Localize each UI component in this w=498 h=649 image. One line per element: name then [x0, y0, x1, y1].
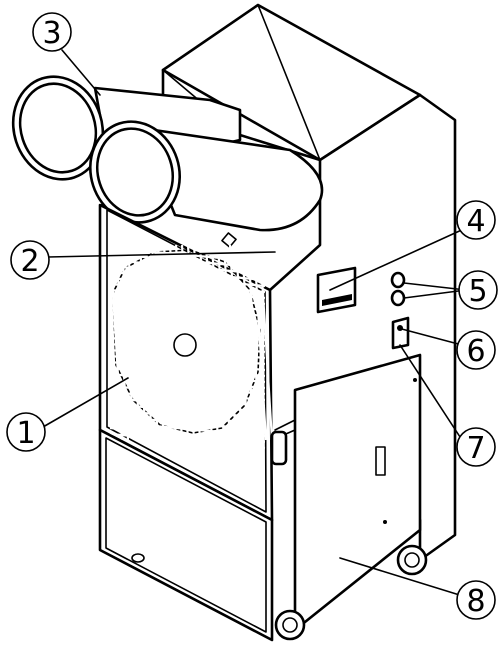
- grille-bar: [114, 244, 130, 441]
- grille-bar: [109, 258, 266, 276]
- callout-4: 4: [456, 200, 496, 240]
- grille-bar: [109, 252, 266, 270]
- callout-7: 7: [456, 427, 496, 467]
- grille-bar: [258, 244, 274, 441]
- air-duct-front: [88, 120, 324, 232]
- lower-front: [98, 428, 274, 642]
- callout-5-number: 5: [468, 274, 487, 309]
- callout-1: 1: [6, 412, 46, 452]
- grille-bar: [109, 372, 266, 390]
- callout-7-number: 7: [466, 431, 485, 466]
- callout-5: 5: [458, 270, 498, 310]
- grille-bar: [109, 288, 266, 306]
- grille-bar: [246, 244, 262, 441]
- grille-bar: [252, 244, 268, 441]
- grille-bar: [109, 264, 266, 282]
- caster-rear-left: [270, 430, 288, 466]
- lower-cabinet: [271, 353, 422, 632]
- leader-lines: [42, 49, 467, 598]
- grille-bar: [109, 360, 266, 378]
- control-plate: [316, 266, 357, 314]
- grille-bar: [109, 282, 266, 300]
- grille-bar: [109, 354, 266, 372]
- grille-bar: [109, 432, 266, 450]
- grille-bar: [120, 244, 136, 441]
- grille-bar: [109, 378, 266, 396]
- grille-bar: [109, 426, 266, 444]
- callout-6-number: 6: [466, 334, 485, 369]
- callout-1-number: 1: [16, 416, 35, 451]
- callout-3-number: 3: [42, 16, 61, 51]
- callout-8-number: 8: [466, 584, 485, 619]
- grille-bar: [109, 246, 266, 264]
- grille-bar: [109, 270, 266, 288]
- grille-bar: [109, 312, 266, 330]
- grille-bar: [109, 276, 266, 294]
- switch-plate: [391, 316, 410, 350]
- callout-8: 8: [456, 580, 496, 620]
- grille-bar: [109, 396, 266, 414]
- grille-bar: [109, 414, 266, 432]
- grille-bar: [109, 384, 266, 402]
- grille-bar: [109, 348, 266, 366]
- fan-grille: [108, 244, 274, 450]
- callout-4-number: 4: [466, 204, 485, 239]
- callout-3: 3: [32, 12, 72, 52]
- callout-2-number: 2: [20, 244, 39, 279]
- grille-bar: [109, 324, 266, 342]
- caster-wheels: [270, 430, 428, 641]
- callout-6: 6: [456, 330, 496, 370]
- grille-bar: [109, 318, 266, 336]
- grille-bar: [109, 366, 266, 384]
- grille-bar: [109, 306, 266, 324]
- grille-bar: [109, 402, 266, 420]
- callout-2: 2: [10, 240, 50, 280]
- grille-bar: [109, 420, 266, 438]
- grille-bar: [109, 390, 266, 408]
- grille-bar: [109, 300, 266, 318]
- grille-bar: [109, 294, 266, 312]
- caster-front-right: [396, 544, 428, 576]
- caster-front-left: [274, 609, 306, 641]
- grille-bar: [109, 408, 266, 426]
